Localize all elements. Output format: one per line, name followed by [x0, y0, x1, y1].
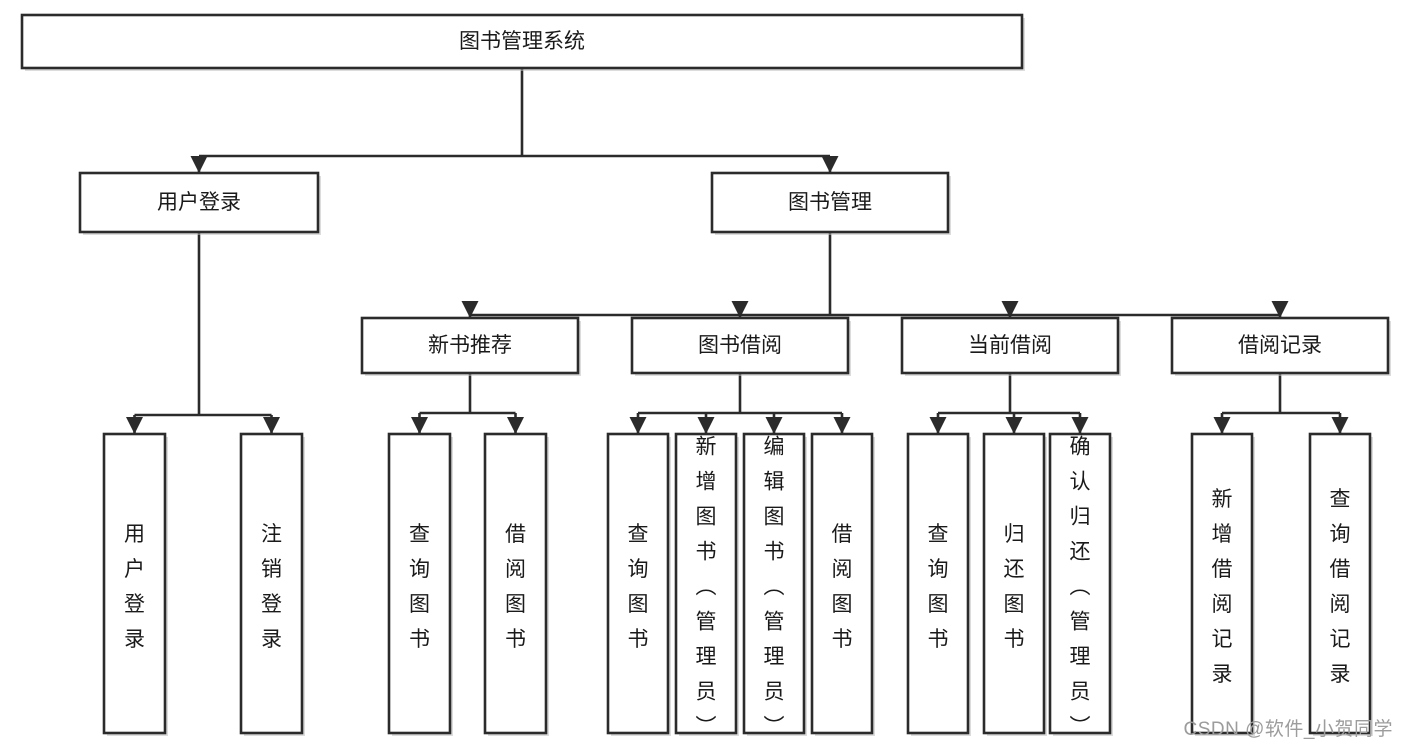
node-label: 查询图书 — [409, 523, 430, 651]
node-box — [1190, 432, 1254, 735]
node-l-bb-query[interactable]: 查询图书 — [606, 432, 671, 736]
node-n-new-rec[interactable]: 新书推荐 — [360, 316, 581, 376]
node-l-cb-confirm[interactable]: 确认归还︵管理员︶ — [1048, 432, 1113, 738]
node-label: 借阅图书 — [505, 523, 526, 651]
node-l-nr-borrow[interactable]: 借阅图书 — [483, 432, 549, 736]
node-label: 新增图书︵管理员︶ — [696, 435, 717, 738]
node-l-user-logout[interactable]: 注销登录 — [239, 432, 305, 736]
node-label: 用户登录 — [157, 191, 241, 214]
node-label: 查询图书 — [928, 523, 949, 651]
node-l-cb-query[interactable]: 查询图书 — [906, 432, 971, 736]
node-label: 确认归还︵管理员︶ — [1070, 435, 1091, 738]
node-label: 借阅记录 — [1238, 334, 1322, 357]
node-label: 新书推荐 — [428, 334, 512, 357]
node-box — [710, 171, 950, 234]
nodes-layer: 图书管理系统用户登录图书管理新书推荐图书借阅当前借阅借阅记录用户登录注销登录查询… — [20, 13, 1391, 738]
node-box — [20, 13, 1024, 70]
node-label: 编辑图书︵管理员︶ — [764, 435, 785, 738]
node-box — [906, 432, 970, 735]
node-box — [1308, 432, 1372, 735]
node-root[interactable]: 图书管理系统 — [20, 13, 1025, 71]
node-l-user-login[interactable]: 用户登录 — [102, 432, 168, 736]
node-label: 图书管理系统 — [459, 30, 585, 53]
node-n-current[interactable]: 当前借阅 — [900, 316, 1121, 376]
node-l-bb-add[interactable]: 新增图书︵管理员︶ — [674, 432, 739, 738]
node-box — [630, 316, 850, 375]
node-label: 图书借阅 — [698, 334, 782, 357]
node-n-record[interactable]: 借阅记录 — [1170, 316, 1391, 376]
node-l-bb-edit[interactable]: 编辑图书︵管理员︶ — [742, 432, 807, 738]
node-n-borrow[interactable]: 图书借阅 — [630, 316, 851, 376]
watermark-text: CSDN @软件_小贺同学 — [1183, 719, 1393, 740]
node-box — [1048, 432, 1112, 735]
node-label: 注销登录 — [261, 523, 282, 651]
node-box — [674, 432, 738, 735]
node-label: 图书管理 — [788, 191, 872, 214]
node-box — [239, 432, 304, 735]
node-l-bb-borrow[interactable]: 借阅图书 — [810, 432, 875, 736]
node-n-book-mgmt[interactable]: 图书管理 — [710, 171, 951, 235]
node-label: 用户登录 — [124, 523, 145, 651]
node-box — [606, 432, 670, 735]
node-label: 新增借阅记录 — [1212, 488, 1233, 686]
node-box — [387, 432, 452, 735]
node-label: 借阅图书 — [832, 523, 853, 651]
node-label: 查询图书 — [628, 523, 649, 651]
edges-layer — [126, 68, 1349, 434]
node-l-rc-query[interactable]: 查询借阅记录 — [1308, 432, 1373, 736]
node-l-rc-add[interactable]: 新增借阅记录 — [1190, 432, 1255, 736]
node-box — [810, 432, 874, 735]
node-box — [360, 316, 580, 375]
node-box — [742, 432, 806, 735]
node-label: 归还图书 — [1004, 523, 1025, 651]
node-n-user-login[interactable]: 用户登录 — [78, 171, 321, 235]
node-box — [483, 432, 548, 735]
node-box — [78, 171, 320, 234]
node-box — [982, 432, 1046, 735]
node-label: 当前借阅 — [968, 334, 1052, 357]
node-label: 查询借阅记录 — [1330, 488, 1351, 686]
node-box — [900, 316, 1120, 375]
node-l-cb-return[interactable]: 归还图书 — [982, 432, 1047, 736]
node-box — [1170, 316, 1390, 375]
node-l-nr-query[interactable]: 查询图书 — [387, 432, 453, 736]
node-box — [102, 432, 167, 735]
